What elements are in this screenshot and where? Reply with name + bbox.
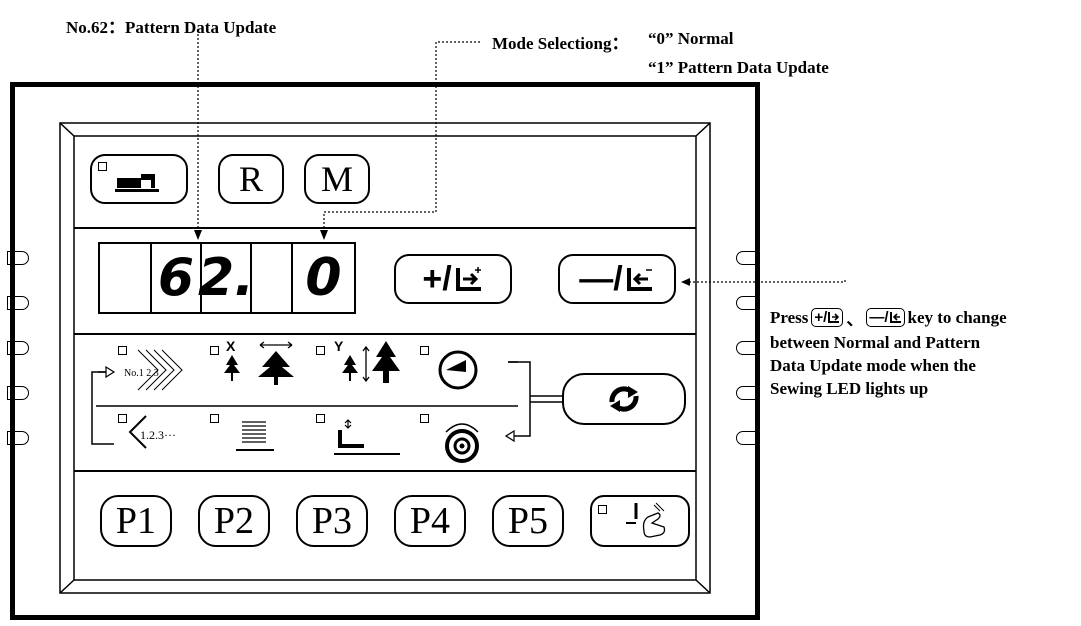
divider-1 [74,227,696,229]
p4-button[interactable]: P4 [394,495,466,547]
mode-0-label: “0” Normal [648,29,734,48]
refresh-icon [609,386,639,412]
display-digit-5: 0 [291,244,354,312]
mode-icons-area [91,361,562,445]
hand-needle-icon [626,502,666,538]
mode-button[interactable]: M [304,154,370,204]
order-text: 1.2.3··· [140,428,176,442]
stitch-lines-icon [236,420,276,461]
cycle-button[interactable] [562,373,686,425]
display-digit-3: 2. [198,244,254,312]
teaching-button[interactable] [590,495,690,547]
teaching-led [598,505,607,514]
enter-forward-icon [889,312,901,323]
mode-selection-title: Mode Selectiong： [492,34,629,53]
presser-foot-led [316,414,325,423]
param-note: No.62：Pattern Data Update [66,18,277,37]
counter-dial-icon [440,420,484,471]
stitch-led [210,414,219,423]
separator: 、 [846,310,864,329]
p5-label: P5 [507,500,549,542]
seven-segment-display: 6 2. 0 [98,242,356,314]
p3-label: P3 [311,500,353,542]
minus-key-mini: —/ [866,308,905,327]
y-scale-led [316,346,325,355]
minus-key-mini-label: —/ [869,309,889,326]
display-digit-2: 6 [150,244,200,312]
minus-button[interactable]: —/ [558,254,676,304]
divider-3 [74,470,696,472]
press-note-line3: Data Update mode when the [770,356,976,375]
presser-foot-icon [334,416,404,461]
press-note-line4: Sewing LED lights up [770,379,929,398]
y-scale-tree-icon: Y [328,337,412,392]
display-digit-1 [100,244,150,312]
mode-label: M [320,159,353,199]
x-scale-tree-icon: X [222,337,302,392]
press-note-line1-end: key to change [907,307,1007,327]
enter-back-icon [828,312,840,323]
p1-label: P1 [115,500,157,542]
sewing-machine-icon [115,174,159,192]
enter-plus-icon [455,267,481,291]
plus-button[interactable]: +/ [394,254,512,304]
pattern-seq-text: No.1 2 3 [124,368,159,379]
divider-2 [74,333,696,335]
x-scale-led [210,346,219,355]
mode-1-label: “1” Pattern Data Update [648,58,829,77]
p3-button[interactable]: P3 [296,495,368,547]
control-panel-frame [10,82,760,620]
display-digit-4 [250,244,291,312]
sewing-button[interactable] [90,154,188,204]
plus-key-mini-label: +/ [814,309,828,326]
y-axis-label: Y [334,338,344,354]
p2-button[interactable]: P2 [198,495,270,547]
press-word: Press [770,307,809,327]
plus-key-mini: +/ [811,308,844,327]
x-axis-label: X [226,338,236,354]
timer-knob-icon [436,348,480,397]
reset-button[interactable]: R [218,154,284,204]
p1-button[interactable]: P1 [100,495,172,547]
panel-bezel [59,122,711,594]
counter-led [420,414,429,423]
p2-label: P2 [213,500,255,542]
order-led [118,414,127,423]
sewing-led [98,162,107,171]
order-1-2-3-icon: 1.2.3··· [126,412,216,457]
enter-minus-icon [626,268,652,291]
reset-label: R [238,159,263,199]
press-note-line2: between Normal and Pattern [770,333,981,352]
press-note: Press +/ 、 —/ key to change between Norm… [770,305,1080,399]
plus-label: +/ [422,259,452,298]
minus-label: —/ [579,259,623,298]
p4-label: P4 [409,500,451,542]
p5-button[interactable]: P5 [492,495,564,547]
timer-led [420,346,429,355]
pattern-sequence-icon: No.1 2 3 [124,346,198,399]
pattern-seq-led [118,346,127,355]
